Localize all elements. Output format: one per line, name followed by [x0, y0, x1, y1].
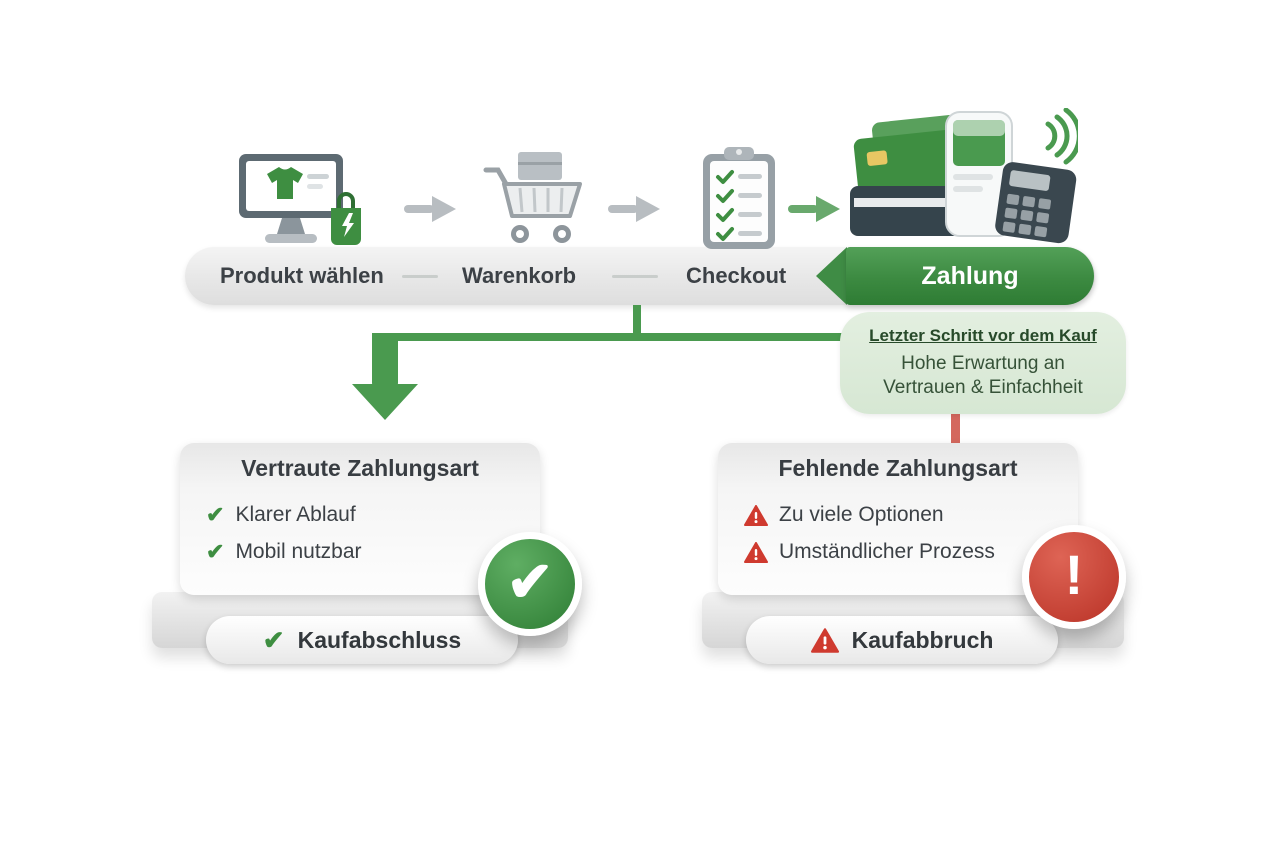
- arrow-right-icon: [788, 196, 840, 227]
- step-label-produkt-waehlen: Produkt wählen: [220, 263, 384, 288]
- callout-line1: Hohe Erwartung an: [901, 353, 1065, 374]
- connector-horizontal: [378, 333, 848, 341]
- zahlung-banner-arrow-tip: [816, 247, 847, 305]
- negative-item-list: Zu viele Optionen Umständlicher Prozess: [744, 503, 995, 564]
- exclamation-icon: !: [1064, 543, 1084, 606]
- check-icon: ✔: [206, 502, 225, 527]
- warning-triangle-icon: [744, 541, 768, 563]
- step-separator: [402, 275, 438, 278]
- callout-bubble: Letzter Schritt vor dem Kauf Hohe Erwart…: [840, 312, 1126, 414]
- callout-line2: Vertrauen & Einfachheit: [883, 377, 1083, 398]
- positive-item-label: Mobil nutzbar: [235, 540, 362, 563]
- step-label-zahlung: Zahlung: [921, 261, 1019, 290]
- step-label-warenkorb: Warenkorb: [462, 263, 577, 288]
- negative-result-label: Kaufabbruch: [851, 626, 994, 653]
- shopping-cart-icon: [482, 150, 587, 255]
- success-badge: ✔: [478, 532, 582, 636]
- green-down-arrow: [372, 333, 398, 385]
- list-item: ✔ Klarer Ablauf: [206, 503, 362, 527]
- checkout-clipboard-icon: [700, 146, 778, 257]
- list-item: Zu viele Optionen: [744, 503, 995, 527]
- connector-red-to-negative-card: [951, 410, 960, 446]
- positive-item-list: ✔ Klarer Ablauf ✔ Mobil nutzbar: [206, 503, 362, 564]
- check-icon: ✔: [262, 625, 285, 655]
- warning-triangle-icon: [744, 504, 768, 526]
- warning-triangle-icon: [810, 627, 839, 653]
- negative-result-pill: Kaufabbruch: [746, 616, 1058, 664]
- arrow-right-icon: [404, 196, 456, 227]
- connector-down-from-bar: [633, 305, 641, 337]
- positive-outcome-card: Vertraute Zahlungsart ✔ Klarer Ablauf ✔ …: [180, 443, 540, 595]
- monitor-product-icon: [233, 152, 368, 252]
- payment-devices-icon: [848, 107, 1082, 258]
- check-icon: ✔: [206, 539, 225, 564]
- positive-item-label: Klarer Ablauf: [235, 503, 356, 526]
- negative-card-title: Fehlende Zahlungsart: [778, 455, 1018, 481]
- positive-result-pill: ✔ Kaufabschluss: [206, 616, 518, 664]
- negative-item-label: Umständlicher Prozess: [779, 540, 995, 563]
- positive-result-label: Kaufabschluss: [297, 626, 462, 653]
- check-icon: ✔: [506, 550, 554, 613]
- callout-title: Letzter Schritt vor dem Kauf: [869, 326, 1097, 345]
- green-down-arrow-head: [352, 384, 418, 420]
- step-label-checkout: Checkout: [686, 263, 787, 288]
- step-separator: [612, 275, 658, 278]
- negative-outcome-card: Fehlende Zahlungsart Zu viele Optionen: [718, 443, 1078, 595]
- arrow-right-icon: [608, 196, 660, 227]
- negative-item-label: Zu viele Optionen: [779, 503, 944, 526]
- positive-card-title: Vertraute Zahlungsart: [241, 455, 479, 481]
- step-zahlung-banner: Zahlung: [846, 247, 1094, 305]
- error-badge: !: [1022, 525, 1126, 629]
- list-item: Umständlicher Prozess: [744, 540, 995, 564]
- list-item: ✔ Mobil nutzbar: [206, 540, 362, 564]
